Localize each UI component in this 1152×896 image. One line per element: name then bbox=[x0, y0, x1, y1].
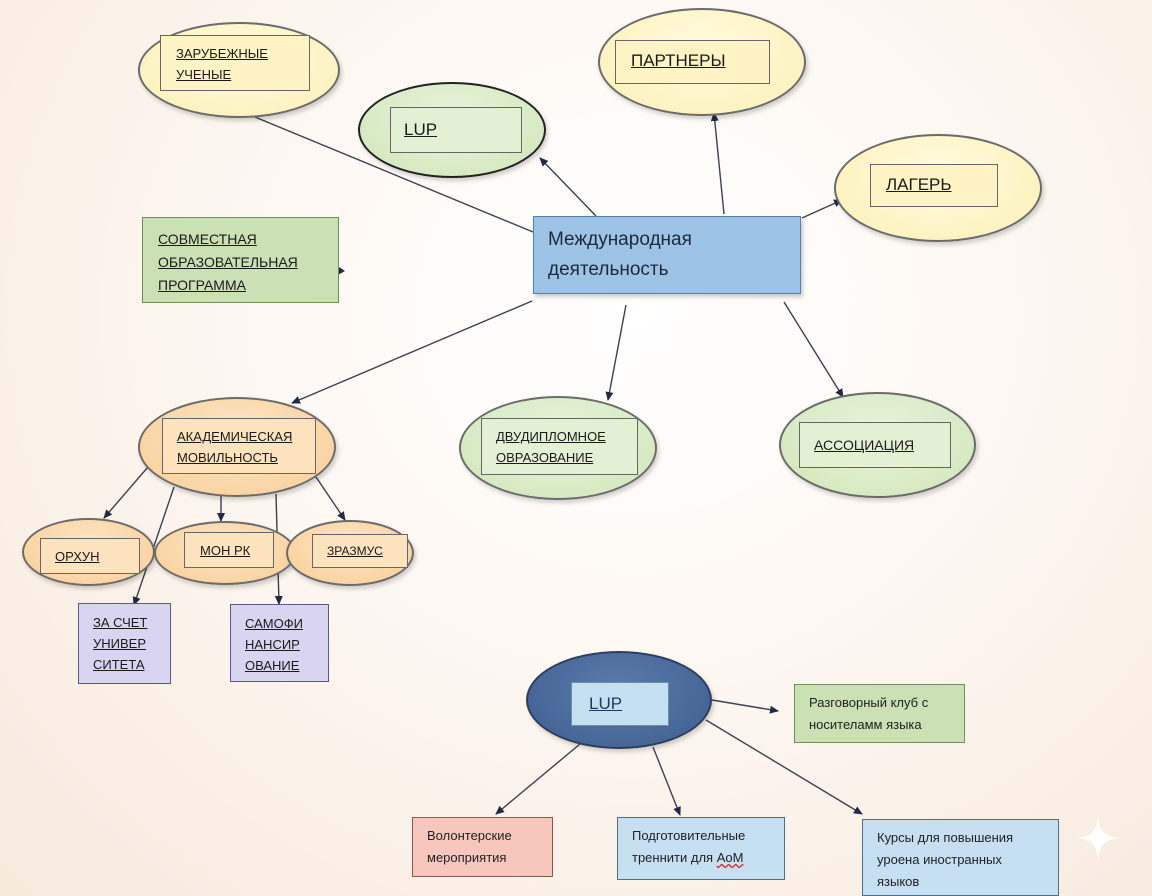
volunteer-events-box: Волонтерские мероприятия bbox=[412, 817, 553, 877]
university-funded-line3: СИТЕТА bbox=[93, 657, 145, 672]
arrow-to-association bbox=[783, 301, 844, 398]
academic-mobility-line1: АКАДЕМИЧЕСКАЯ bbox=[177, 429, 293, 444]
prep-training-spellcheck-word: АоМ bbox=[716, 850, 744, 865]
orkhun-label: ОРХУН bbox=[55, 549, 100, 564]
mon-rk-label: МОН РК bbox=[200, 543, 251, 558]
university-funded-box: ЗА СЧЕТ УНИВЕР СИТЕТА bbox=[78, 603, 171, 684]
prep-training-box: Подготовительные треннити для АоМ bbox=[617, 817, 785, 880]
double-degree-line2: ОВРАЗОВАНИЕ bbox=[496, 450, 594, 465]
joint-program-line1: СОВМЕСТНАЯ bbox=[158, 231, 257, 247]
lup-bottom-label-box: LUP bbox=[571, 682, 669, 726]
sparkle-icon bbox=[1076, 816, 1120, 860]
center-line1: Международная bbox=[548, 229, 692, 250]
double-degree-line1: ДВУДИПЛОМНОЕ bbox=[496, 429, 606, 444]
arrow-to-double-degree bbox=[605, 304, 627, 401]
partners-label: ПАРТНЕРЫ bbox=[631, 51, 726, 70]
language-courses-line1: Курсы для повышения bbox=[877, 830, 1014, 845]
academic-mobility-label-box: АКАДЕМИЧЕСКАЯ МОВИЛЬНОСТЬ bbox=[162, 418, 316, 474]
prep-training-line1: Подготовительные bbox=[632, 828, 746, 843]
self-funded-line1: САМОФИ bbox=[245, 616, 303, 631]
foreign-scientists-label-box: ЗАРУБЕЖНЫЕ УЧЕНЫЕ bbox=[160, 35, 310, 91]
center-node-international-activity: Международная деятельность bbox=[533, 216, 801, 294]
center-line2: деятельность bbox=[548, 259, 669, 280]
erasmus-label: ЗРАЗМУС bbox=[327, 544, 383, 558]
self-funded-line3: ОВАНИЕ bbox=[245, 658, 300, 673]
arrow-to-lup-top bbox=[539, 157, 597, 217]
orkhun-label-box: ОРХУН bbox=[40, 538, 140, 574]
arrow-to-partners bbox=[710, 112, 725, 215]
prep-training-line2-text: треннити для bbox=[632, 850, 717, 865]
arrow-to-language-courses bbox=[705, 719, 863, 815]
mon-rk-label-box: МОН РК bbox=[184, 532, 274, 568]
arrow-to-academic-mobility bbox=[291, 300, 533, 404]
partners-label-box: ПАРТНЕРЫ bbox=[615, 40, 770, 84]
double-degree-label-box: ДВУДИПЛОМНОЕ ОВРАЗОВАНИЕ bbox=[481, 418, 638, 475]
association-label-box: АССОЦИАЦИЯ bbox=[799, 422, 951, 468]
university-funded-line2: УНИВЕР bbox=[93, 636, 147, 651]
volunteer-line1: Волонтерские bbox=[427, 828, 512, 843]
joint-program-line2: ОБРАЗОВАТЕЛЬНАЯ bbox=[158, 254, 298, 270]
arrow-to-prep-training bbox=[652, 746, 681, 816]
foreign-scientists-line2: УЧЕНЫЕ bbox=[176, 67, 232, 82]
arrow-to-erasmus bbox=[315, 476, 346, 521]
university-funded-line1: ЗА СЧЕТ bbox=[93, 615, 148, 630]
prep-training-line2: треннити для АоМ bbox=[632, 847, 784, 869]
erasmus-label-box: ЗРАЗМУС bbox=[312, 534, 408, 568]
arrow-to-speaking-club bbox=[711, 699, 779, 714]
volunteer-line2: мероприятия bbox=[427, 850, 507, 865]
camp-label-box: ЛАГЕРЬ bbox=[870, 164, 998, 207]
arrow-to-camp bbox=[801, 199, 843, 219]
self-funded-line2: НАНСИР bbox=[245, 637, 300, 652]
camp-label: ЛАГЕРЬ bbox=[886, 175, 952, 194]
lup-top-label: LUP bbox=[404, 120, 438, 139]
speaking-club-line2: носителамм языка bbox=[809, 717, 922, 732]
joint-program-line3: ПРОГРАММА bbox=[158, 277, 246, 293]
association-label: АССОЦИАЦИЯ bbox=[814, 437, 915, 453]
speaking-club-line1: Разговорный клуб с bbox=[809, 695, 929, 710]
arrow-to-foreign-scientists bbox=[237, 109, 534, 233]
arrow-to-orkhun bbox=[103, 466, 149, 519]
academic-mobility-line2: МОВИЛЬНОСТЬ bbox=[177, 450, 278, 465]
language-courses-line3: языков bbox=[877, 874, 920, 889]
lup-bottom-label: LUP bbox=[589, 694, 623, 713]
lup-top-label-box: LUP bbox=[390, 107, 522, 153]
language-courses-line2: уроена иностранных bbox=[877, 852, 1002, 867]
language-courses-box: Курсы для повышения уроена иностранных я… bbox=[862, 819, 1059, 896]
joint-program-box: СОВМЕСТНАЯ ОБРАЗОВАТЕЛЬНАЯ ПРОГРАММА bbox=[142, 217, 339, 303]
speaking-club-box: Разговорный клуб с носителамм языка bbox=[794, 684, 965, 743]
foreign-scientists-line1: ЗАРУБЕЖНЫЕ bbox=[176, 46, 268, 61]
arrow-to-volunteer bbox=[495, 743, 581, 815]
self-funded-box: САМОФИ НАНСИР ОВАНИЕ bbox=[230, 604, 329, 682]
